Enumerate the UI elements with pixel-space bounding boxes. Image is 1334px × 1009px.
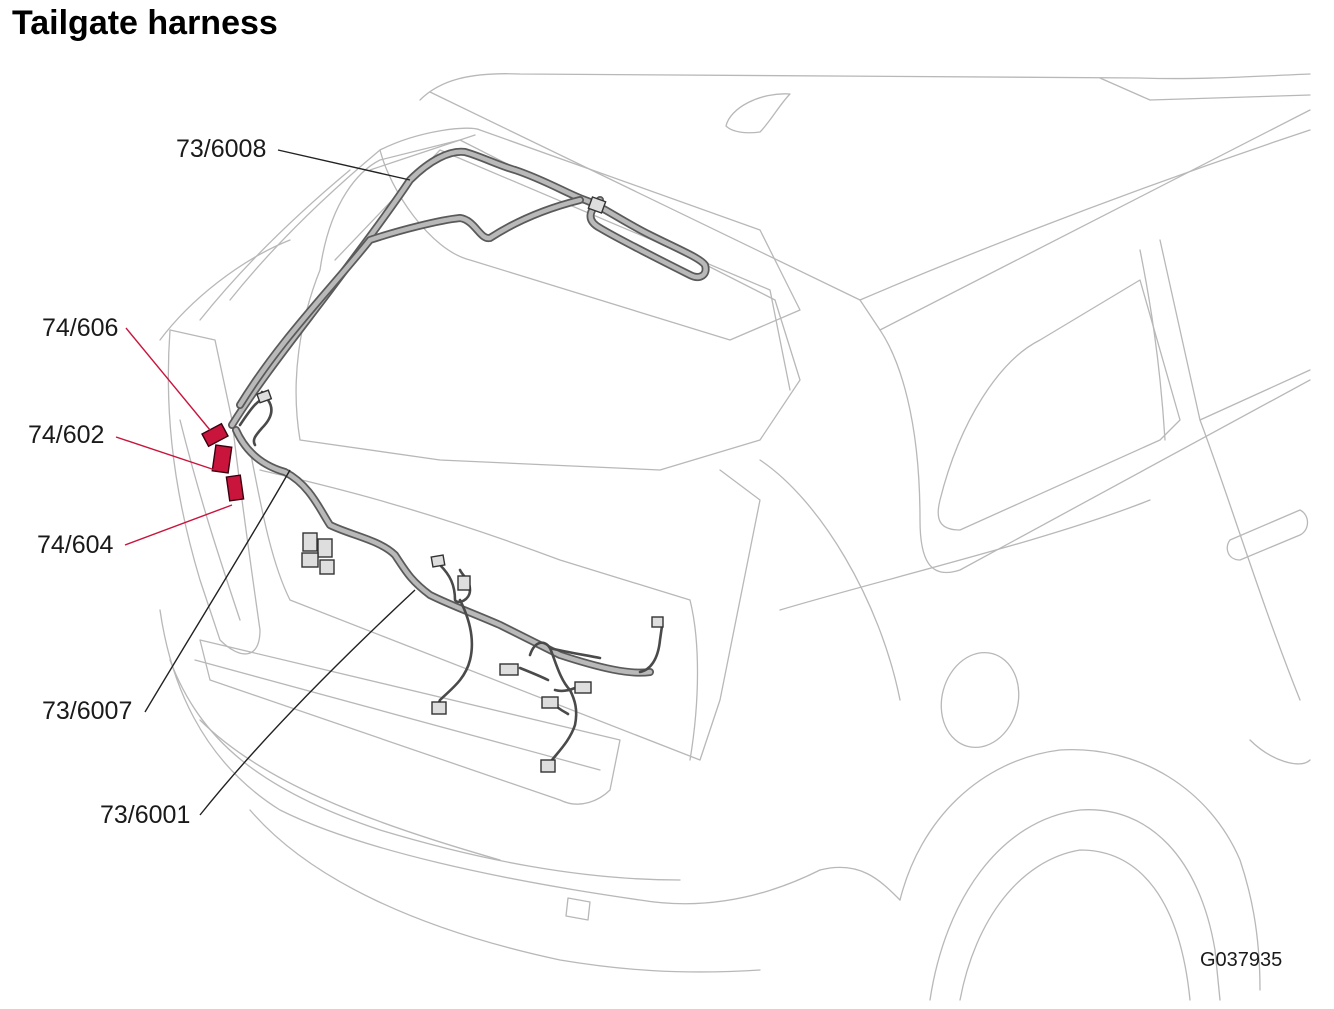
leader-73-6001: [199, 589, 416, 816]
callout-73-6001: 73/6001: [100, 801, 191, 829]
branch-wires: [238, 390, 664, 762]
callout-74-606: 74/606: [42, 314, 119, 342]
main-harness: [228, 147, 710, 677]
leader-lines: [115, 149, 416, 816]
connector-74-602: [211, 444, 233, 474]
vehicle-body-outline: [159, 73, 1311, 1001]
leader-73-6008: [277, 149, 411, 181]
callout-74-604: 74/604: [37, 531, 114, 559]
diagram-title: Tailgate harness: [12, 4, 278, 42]
highlighted-connectors: [201, 422, 245, 502]
callout-74-602: 74/602: [28, 421, 105, 449]
image-code: G037935: [1200, 949, 1283, 971]
harness-connectors: [256, 389, 664, 773]
leader-73-6007: [144, 469, 291, 713]
connector-74-604: [225, 474, 245, 502]
callout-73-6007: 73/6007: [42, 697, 133, 725]
callout-73-6008: 73/6008: [176, 135, 267, 163]
leader-74-606: [125, 327, 211, 431]
connector-74-606: [201, 422, 229, 448]
leader-74-604: [124, 504, 233, 546]
leader-74-602: [115, 436, 216, 471]
